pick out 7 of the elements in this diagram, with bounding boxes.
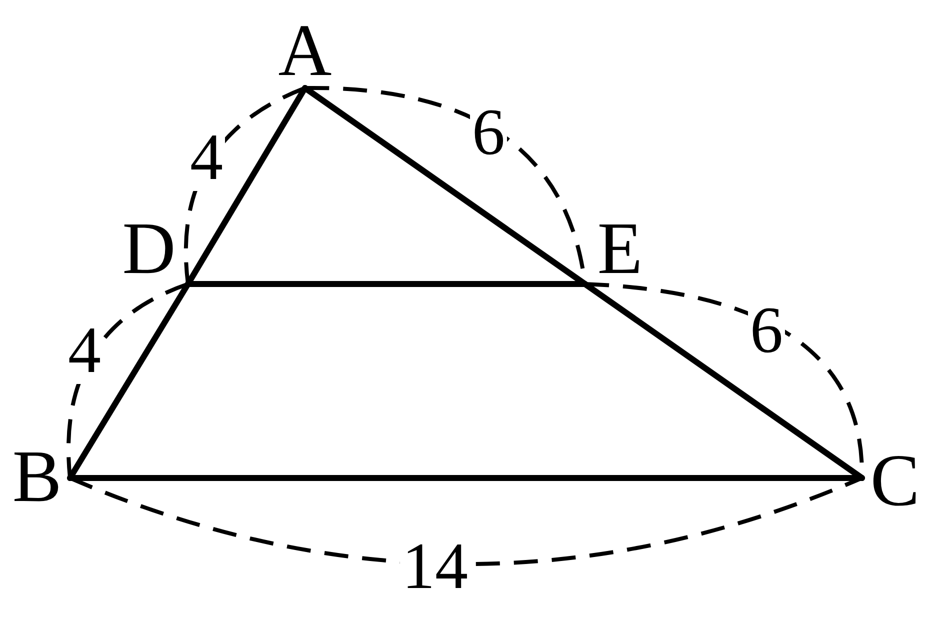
line-segment [185, 281, 588, 287]
point-label: C [862, 444, 928, 520]
line-segment [67, 475, 865, 481]
point-label: E [585, 212, 655, 284]
point-label: A [268, 14, 342, 88]
point-label: B [4, 440, 70, 516]
point-label: D [110, 212, 188, 284]
